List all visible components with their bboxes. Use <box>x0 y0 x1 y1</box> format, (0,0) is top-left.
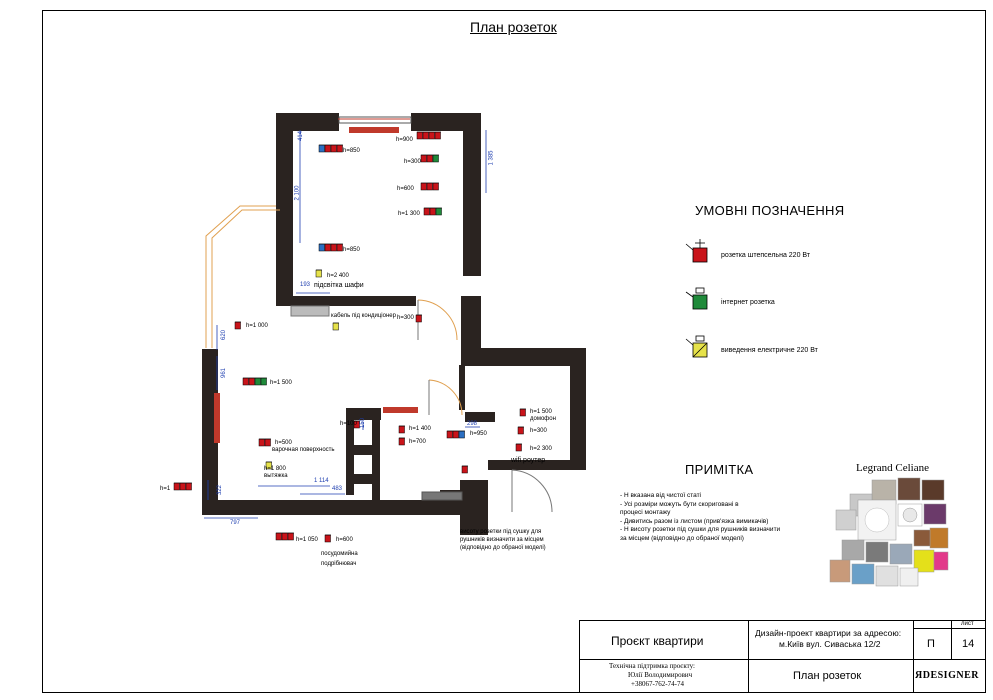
stamp-project: Проєкт квартири <box>611 634 704 648</box>
label-h1500-a: h=1 500 <box>270 380 292 386</box>
stamp-support-2: Юлії Володимирович <box>628 671 693 679</box>
label-h850-b: h=850 <box>343 247 360 253</box>
label-h850-a: h=850 <box>343 148 360 154</box>
radiators <box>214 127 418 443</box>
label-intercom: домофон <box>530 416 556 422</box>
thin-lines <box>205 116 463 501</box>
label-h300-c: h=300 <box>530 428 547 434</box>
stamp-description-2: м.Київ вул. Сиваська 12/2 <box>779 639 881 649</box>
title-block: Проєкт квартири Дизайн-проект квартири з… <box>579 620 986 693</box>
legend-outlet-label: виведення електричне 220 Вт <box>721 347 818 354</box>
legend-socket-label: розетка штепсельна 220 Вт <box>721 252 811 259</box>
note-line: - Дивитись разом із листом (прив'язка ви… <box>620 517 769 525</box>
label-towel-1: висоту розетки під сушку для <box>460 529 542 535</box>
label-h2300: h=2 300 <box>530 446 552 452</box>
stamp-sheet-label: лист <box>961 621 974 627</box>
brand-title: Legrand Celiane <box>856 462 929 474</box>
stamp-stage-code: П <box>927 638 935 650</box>
label-wardrobe-light: підсвітка шафи <box>314 282 364 289</box>
dim-483: 483 <box>332 486 343 492</box>
label-towel-3: (відповідно до обраної моделі) <box>460 545 546 551</box>
stamp-support-1: Технічна підтримка проєкту: <box>609 662 695 670</box>
label-h2400: h=2 400 <box>327 273 349 279</box>
note-line: за місцем (відповідно до обраної моделі) <box>620 534 744 542</box>
label-h1000: h=1 000 <box>246 323 268 329</box>
stamp-logo-cell <box>913 659 986 693</box>
label-h100: h=100 <box>340 421 357 427</box>
stamp-logo: ЯDESIGNER <box>915 670 979 681</box>
dimension-lines <box>204 130 487 519</box>
note-line: - Усі розміри можуть бути скориговані в <box>620 500 739 508</box>
stamp-sheet-number: 14 <box>962 638 975 650</box>
label-h1500-b: h=1 500 <box>530 409 552 415</box>
label-h1400: h=1 400 <box>409 426 431 432</box>
dim-193: 193 <box>300 282 311 288</box>
label-h300-a: h=300 <box>404 159 421 165</box>
sheet-title: План розеток <box>470 19 557 35</box>
label-h500: h=500 <box>275 440 292 446</box>
note-line: - Н вказана від чистої статі <box>620 492 701 499</box>
legend-title: УМОВНІ ПОЗНАЧЕННЯ <box>695 203 845 218</box>
label-dishwasher-1: посудомийна <box>321 551 358 557</box>
label-h600-b: h=600 <box>336 537 353 543</box>
label-h600-a: h=600 <box>397 186 414 192</box>
label-wifi-router: wifi роутер <box>511 457 546 464</box>
dim-1114: 1 114 <box>314 478 329 484</box>
label-h300-b: h=300 <box>397 315 414 321</box>
note-line: - Н висоту розетки під сушки для рушникі… <box>620 526 781 534</box>
label-h900: h=900 <box>396 137 413 143</box>
label-hood: вытяжка <box>264 473 288 479</box>
label-h700: h=700 <box>409 439 426 445</box>
dim-298: 298 <box>467 421 478 427</box>
dim-797: 797 <box>230 520 241 526</box>
label-h1050: h=1 050 <box>296 537 318 543</box>
label-h1800: h=1 800 <box>264 466 286 472</box>
stamp-sheet-name: План розеток <box>793 670 862 682</box>
drawing-frame <box>42 10 986 693</box>
legend-socket-icon <box>685 239 708 263</box>
notes-list: - Н вказана від чистої статі - Усі розмі… <box>620 492 820 544</box>
label-h950: h=950 <box>470 431 487 437</box>
notes-title: ПРИМІТКА <box>685 462 754 477</box>
legend-outlet-icon <box>685 335 708 358</box>
legend-internet-label: інтернет розетка <box>721 299 775 306</box>
label-dishwasher-2: подрібнювач <box>321 561 357 567</box>
stamp-description-1: Дизайн-проект квартири за адресою: <box>755 628 902 638</box>
label-towel-2: рушників визначити за місцем <box>460 537 544 543</box>
label-h1300-a: h=1 300 <box>398 211 420 217</box>
label-hob: варочная поверхность <box>272 447 335 453</box>
label-ac-cable: кабель під кондиціонер <box>331 313 396 319</box>
legend-internet-icon <box>685 287 708 310</box>
label-h1: h=1 <box>160 486 171 492</box>
stamp-support-3: +38067-762-74-74 <box>631 680 684 688</box>
note-line: процесі монтажу <box>620 509 671 517</box>
